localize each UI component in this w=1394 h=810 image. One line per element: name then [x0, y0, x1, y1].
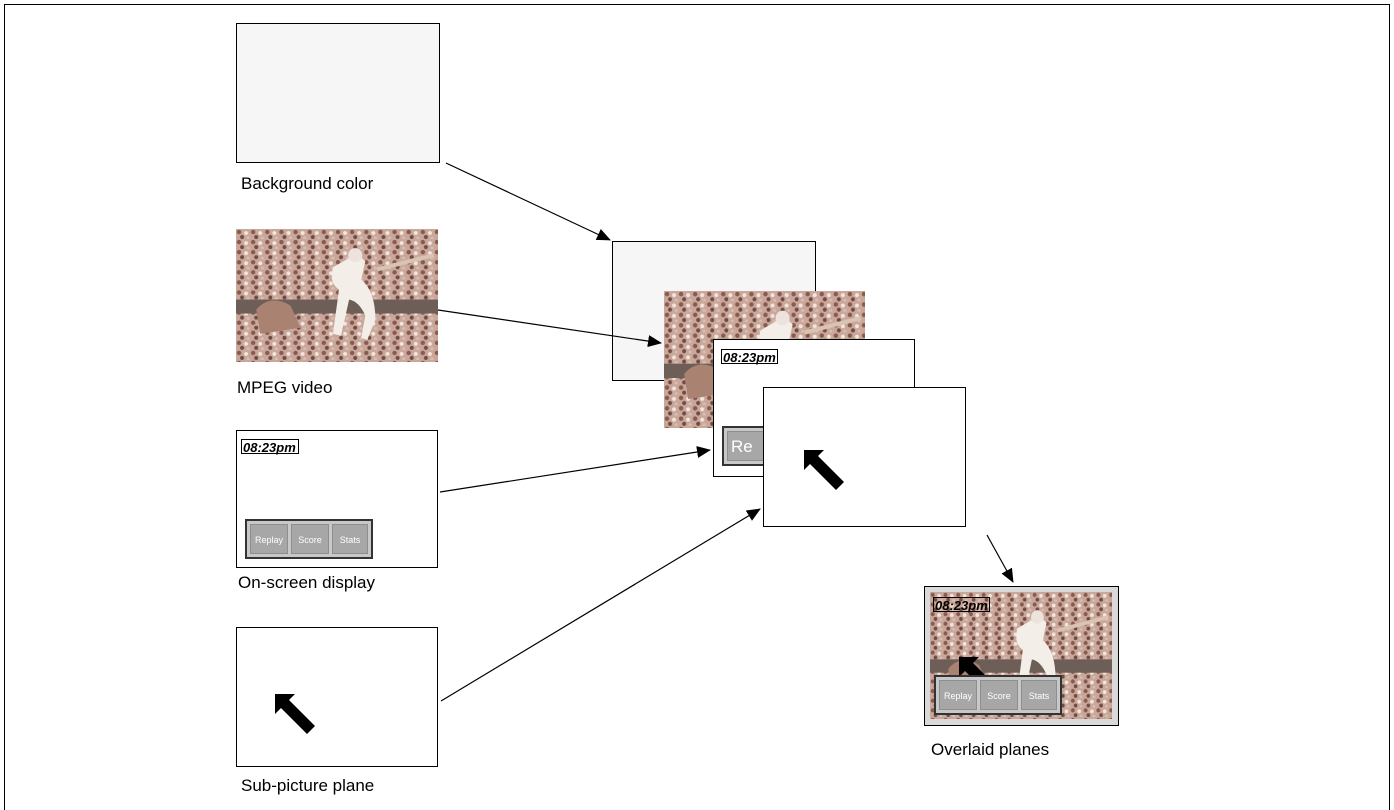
sub-picture-plane	[236, 627, 438, 767]
background-color-label: Background color	[241, 174, 374, 193]
sub-picture-plane-label: Sub-picture plane	[241, 776, 375, 795]
time-box	[933, 597, 990, 612]
stack-osd-button-bar: Re	[722, 426, 787, 466]
time-box	[721, 349, 778, 364]
osd-time: 08:23pm	[241, 439, 299, 455]
northwest-arrow-icon	[275, 694, 315, 734]
background-color-plane	[236, 23, 440, 163]
overlaid-score-button[interactable]: Score	[980, 680, 1018, 710]
osd-button-bar: Replay Score Stats	[245, 519, 373, 559]
on-screen-display-plane: 08:23pm Replay Score Stats	[236, 430, 438, 568]
diagram-frame	[4, 4, 1390, 810]
overlaid-planes-label: Overlaid planes	[931, 740, 1050, 759]
overlaid-stats-button[interactable]: Stats	[1021, 680, 1057, 710]
stack-osd-time: 08:23pm	[721, 349, 778, 365]
stack-sub-picture-plane	[763, 387, 966, 527]
replay-button[interactable]: Replay	[250, 524, 288, 554]
mpeg-video-plane	[236, 229, 438, 362]
time-box	[241, 439, 299, 454]
overlaid-planes-frame: 08:23pm Replay Score Stats	[924, 586, 1119, 726]
on-screen-display-label: On-screen display	[238, 573, 376, 592]
mpeg-video-label: MPEG video	[237, 378, 333, 397]
stack-osd-plane: 08:23pm Re	[713, 339, 915, 477]
stats-button[interactable]: Stats	[332, 524, 368, 554]
score-button[interactable]: Score	[291, 524, 329, 554]
overlaid-button-bar: Replay Score Stats	[934, 675, 1062, 715]
northwest-arrow-icon	[804, 450, 844, 490]
overlaid-replay-button[interactable]: Replay	[939, 680, 977, 710]
overlaid-time: 08:23pm	[933, 597, 990, 613]
